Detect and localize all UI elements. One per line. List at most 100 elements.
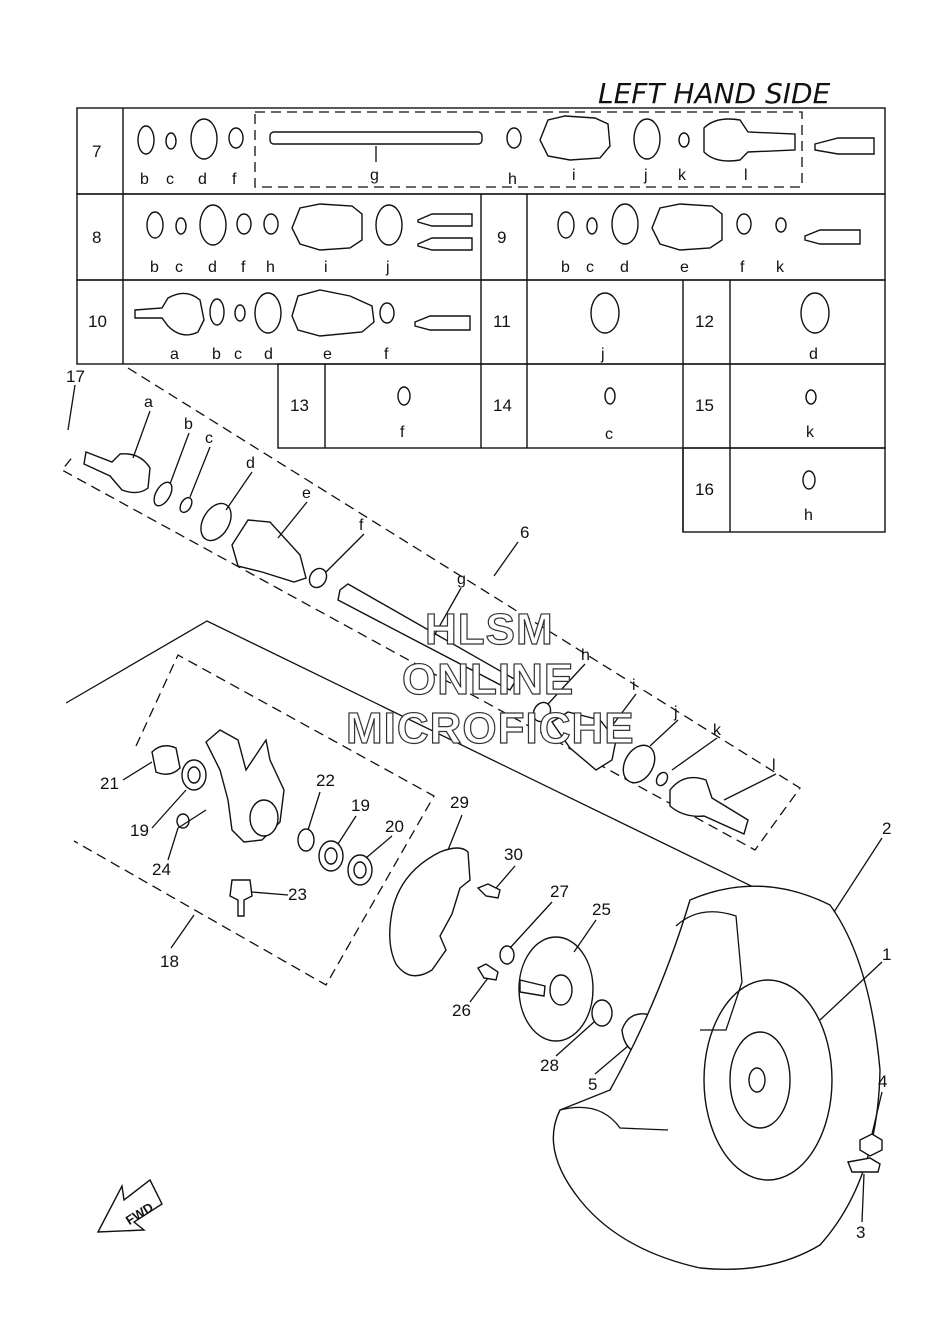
- callout-24: 24: [152, 860, 171, 879]
- callout-27: 27: [550, 882, 569, 901]
- watermark-line-2: ONLINE: [402, 655, 574, 704]
- callout-4: 4: [878, 1072, 887, 1091]
- kit-ref-14: 14: [493, 396, 512, 415]
- svg-text:d: d: [246, 455, 255, 472]
- svg-text:a: a: [170, 346, 179, 363]
- svg-text:c: c: [175, 259, 183, 276]
- kit-7-letters: b c d f g h i j k l: [140, 167, 748, 188]
- kit-12-letter: d: [809, 346, 818, 363]
- callout-leaders: [122, 541, 883, 1223]
- svg-text:d: d: [264, 346, 273, 363]
- svg-text:b: b: [184, 416, 193, 433]
- drive-shaft-parts: [83, 451, 749, 835]
- kit-ref-10: 10: [88, 312, 107, 331]
- callout-25: 25: [592, 900, 611, 919]
- callout-23: 23: [288, 885, 307, 904]
- svg-text:c: c: [586, 259, 594, 276]
- svg-text:f: f: [359, 517, 364, 534]
- svg-text:e: e: [302, 485, 311, 502]
- svg-text:k: k: [713, 722, 722, 739]
- kit-16-letter: h: [804, 507, 813, 524]
- svg-text:j: j: [673, 704, 678, 721]
- svg-text:d: d: [208, 259, 217, 276]
- kit-ref-8: 8: [92, 228, 101, 247]
- svg-text:c: c: [166, 171, 174, 188]
- svg-text:i: i: [324, 259, 328, 276]
- callout-22: 22: [316, 771, 335, 790]
- svg-text:d: d: [620, 259, 629, 276]
- callout-18: 18: [160, 952, 179, 971]
- svg-text:h: h: [581, 647, 590, 664]
- kit-10-parts: [134, 289, 471, 337]
- svg-text:b: b: [150, 259, 159, 276]
- page-title: LEFT HAND SIDE: [598, 77, 831, 110]
- svg-text:g: g: [457, 571, 466, 588]
- svg-text:i: i: [572, 167, 576, 184]
- kit-10-letters: a b c d e f: [170, 346, 389, 363]
- svg-text:e: e: [323, 346, 332, 363]
- svg-text:h: h: [266, 259, 275, 276]
- brake-disc: [389, 847, 471, 977]
- hub-parts: [476, 883, 661, 1055]
- svg-text:k: k: [678, 167, 687, 184]
- kit-8-letters: b c d f h i j: [150, 259, 390, 276]
- callout-20: 20: [385, 817, 404, 836]
- kit-13-16-parts: [397, 386, 817, 490]
- drive-shaft-letters: a b c d e f g h i j k l: [144, 394, 776, 774]
- callout-numbers: 1 2 3 4 5 6 17 18 19 19 20 21 22 23 24 2…: [66, 367, 891, 1242]
- knuckle-parts: [151, 729, 373, 917]
- callout-17: 17: [66, 367, 85, 386]
- svg-text:a: a: [144, 394, 153, 411]
- kit-ref-16: 16: [695, 480, 714, 499]
- kit-ref-12: 12: [695, 312, 714, 331]
- callout-3: 3: [856, 1223, 865, 1242]
- svg-text:l: l: [772, 757, 776, 774]
- watermark: HLSM ONLINE MICROFICHE: [345, 604, 635, 753]
- svg-text:b: b: [212, 346, 221, 363]
- wheel-assembly: [552, 885, 883, 1271]
- kit-ref-9: 9: [497, 228, 506, 247]
- svg-text:j: j: [385, 259, 390, 276]
- kit-ref-15: 15: [695, 396, 714, 415]
- kit-ref-13: 13: [290, 396, 309, 415]
- svg-text:e: e: [680, 259, 689, 276]
- kit-11-12-parts: [590, 292, 830, 334]
- svg-text:d: d: [198, 171, 207, 188]
- fwd-arrow: FWD: [96, 1178, 163, 1233]
- svg-text:l: l: [744, 167, 748, 184]
- kit-9-parts: [557, 203, 861, 251]
- callout-30: 30: [504, 845, 523, 864]
- svg-text:c: c: [205, 430, 213, 447]
- callout-26: 26: [452, 1001, 471, 1020]
- kit-table: [76, 107, 886, 533]
- callout-19a: 19: [130, 821, 149, 840]
- svg-text:b: b: [140, 171, 149, 188]
- kit-13-letter: f: [400, 424, 405, 441]
- kit-ref-7: 7: [92, 142, 101, 161]
- kit-7-parts: [137, 115, 875, 162]
- svg-text:f: f: [232, 171, 237, 188]
- watermark-line-1: HLSM: [425, 605, 554, 654]
- callout-1: 1: [882, 945, 891, 964]
- kit-14-letter: c: [605, 426, 613, 443]
- callout-19b: 19: [351, 796, 370, 815]
- watermark-line-3: MICROFICHE: [346, 704, 635, 753]
- svg-text:h: h: [508, 171, 517, 188]
- svg-text:c: c: [234, 346, 242, 363]
- svg-text:f: f: [241, 259, 246, 276]
- kit-11-letter: j: [600, 346, 605, 363]
- callout-2: 2: [882, 819, 891, 838]
- callout-6: 6: [520, 523, 529, 542]
- callout-21: 21: [100, 774, 119, 793]
- svg-text:f: f: [384, 346, 389, 363]
- callout-5: 5: [588, 1075, 597, 1094]
- drive-shaft-boundary: [61, 367, 801, 851]
- svg-text:j: j: [643, 167, 648, 184]
- svg-text:k: k: [776, 259, 785, 276]
- drive-shaft-leaders: [132, 410, 777, 801]
- svg-text:f: f: [740, 259, 745, 276]
- kit-9-letters: b c d e f k: [561, 259, 785, 276]
- kit-ref-11: 11: [493, 312, 511, 331]
- svg-text:g: g: [370, 167, 379, 184]
